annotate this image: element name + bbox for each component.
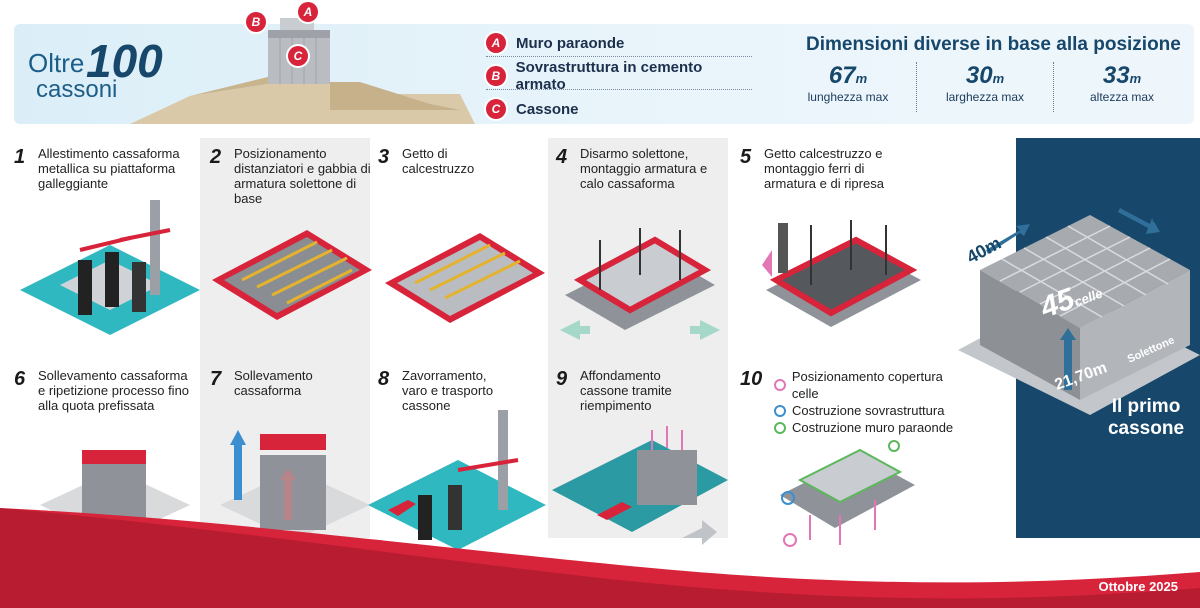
step-8: 8 Zavorramento, varo e trasporto cassone [378,368,528,413]
dim-width-label: larghezza max [945,90,1025,104]
dimensions-title: Dimensioni diverse in base alla posizion… [806,34,1181,55]
step-9-number: 9 [556,368,568,390]
dim-height-label: altezza max [1089,90,1155,104]
dim-length: 67m lunghezza max [780,62,917,112]
step-9: 9 Affondamento cassone tramite riempimen… [556,368,716,413]
step-1: 1 Allestimento cassaforma metallica su p… [14,146,194,191]
count-value: 100 [86,35,163,87]
first-caisson-illustration [958,208,1200,415]
step-4-number: 4 [556,146,568,168]
green-ring-icon [774,421,786,434]
step-9-illustration [552,426,728,545]
step-4-illustration [560,228,720,340]
step-7: 7 Sollevamento cassaforma [210,368,360,398]
dim-width: 30m larghezza max [917,62,1054,112]
legend-label-a: Muro paraonde [516,34,625,52]
step-5: 5 Getto calcestruzzo e montaggio ferri d… [740,146,890,191]
dim-height-unit: m [1129,71,1142,86]
bottom-wave-decoration [0,508,1200,608]
step-10-legend-superstructure: Costruzione sovrastruttura [774,402,970,419]
legend-item-b: B Sovrastruttura in cemento armato [486,59,752,93]
step-8-number: 8 [378,368,390,390]
step-8-illustration [368,410,546,550]
step-4-text: Disarmo solettone, montaggio armatura e … [580,146,708,191]
step-1-illustration [20,200,200,335]
dim-width-value: 30 [965,62,993,89]
step-3-number: 3 [378,146,390,168]
dim-height-value: 33 [1102,62,1130,89]
legend-label-c: Cassone [516,100,579,118]
step-10: 10 Posizionamento copertura celle Costru… [740,368,970,436]
legend-item-c: C Cassone [486,96,752,122]
step-2: 2 Posizionamento distanziatori e gabbia … [210,146,375,206]
step-2-number: 2 [210,146,222,168]
legend-label-b: Sovrastruttura in cemento armato [515,59,703,93]
step-10-legend-covers-label: Posizionamento copertura celle [791,369,943,401]
badge-c: C [486,99,506,119]
step-10-illustration [780,440,915,547]
step-10-legend-covers: Posizionamento copertura celle [774,368,970,402]
first-caisson-title: Il primo cassone [1107,396,1185,439]
step-2-illustration [212,230,372,320]
dimensions-row: 67m lunghezza max 30m larghezza max 33m … [780,62,1190,112]
blue-ring-icon [774,404,786,417]
marker-c: C [288,46,308,66]
step-7-text: Sollevamento cassaforma [234,368,313,398]
step-5-number: 5 [740,146,752,168]
step-8-text: Zavorramento, varo e trasporto cassone [402,368,494,413]
oltre-label: Oltre [28,48,85,78]
marker-a: A [298,2,318,22]
step-5-text: Getto calcestruzzo e montaggio ferri di … [764,146,884,191]
structure-legend: A Muro paraonde B Sovrastruttura in ceme… [486,30,752,122]
step-10-legend-superstructure-label: Costruzione sovrastruttura [792,403,945,418]
step-10-number: 10 [740,368,763,390]
step-6-text: Sollevamento cassaforma e ripetizione pr… [38,368,190,413]
step-5-illustration [762,220,921,327]
step-3-illustration [385,233,545,323]
dim-length-value: 67 [828,62,856,89]
publication-date: Ottobre 2025 [1098,579,1178,594]
step-2-text: Posizionamento distanziatori e gabbia di… [234,146,371,206]
step-6-number: 6 [14,368,26,390]
step-9-text: Affondamento cassone tramite riempimento [580,368,672,413]
step-3: 3 Getto di calcestruzzo [378,146,528,176]
dim-width-unit: m [992,71,1005,86]
step-3-text: Getto di calcestruzzo [402,146,475,176]
step-10-legend-wall: Costruzione muro paraonde [774,419,970,436]
step-4: 4 Disarmo solettone, montaggio armatura … [556,146,726,191]
breakwater-section-illustration [130,18,475,124]
step-10-legend-wall-label: Costruzione muro paraonde [792,420,954,435]
caisson-count: Oltre 100 cassoni [22,30,192,110]
step-7-illustration [220,430,370,540]
step-6: 6 Sollevamento cassaforma e ripetizione … [14,368,194,413]
badge-a: A [486,33,506,53]
pink-ring-icon [774,379,786,391]
dim-length-unit: m [855,71,868,86]
marker-b: B [246,12,266,32]
cassoni-label: cassoni [36,76,118,103]
legend-item-a: A Muro paraonde [486,30,752,57]
step-1-number: 1 [14,146,26,168]
step-10-legend: Posizionamento copertura celle Costruzio… [774,368,970,436]
dim-height: 33m altezza max [1054,62,1190,112]
step-7-number: 7 [210,368,222,390]
step-1-text: Allestimento cassaforma metallica su pia… [38,146,180,191]
dim-length-label: lunghezza max [807,90,889,104]
badge-b: B [486,66,506,86]
caisson-cells-word: celle [1072,285,1105,310]
